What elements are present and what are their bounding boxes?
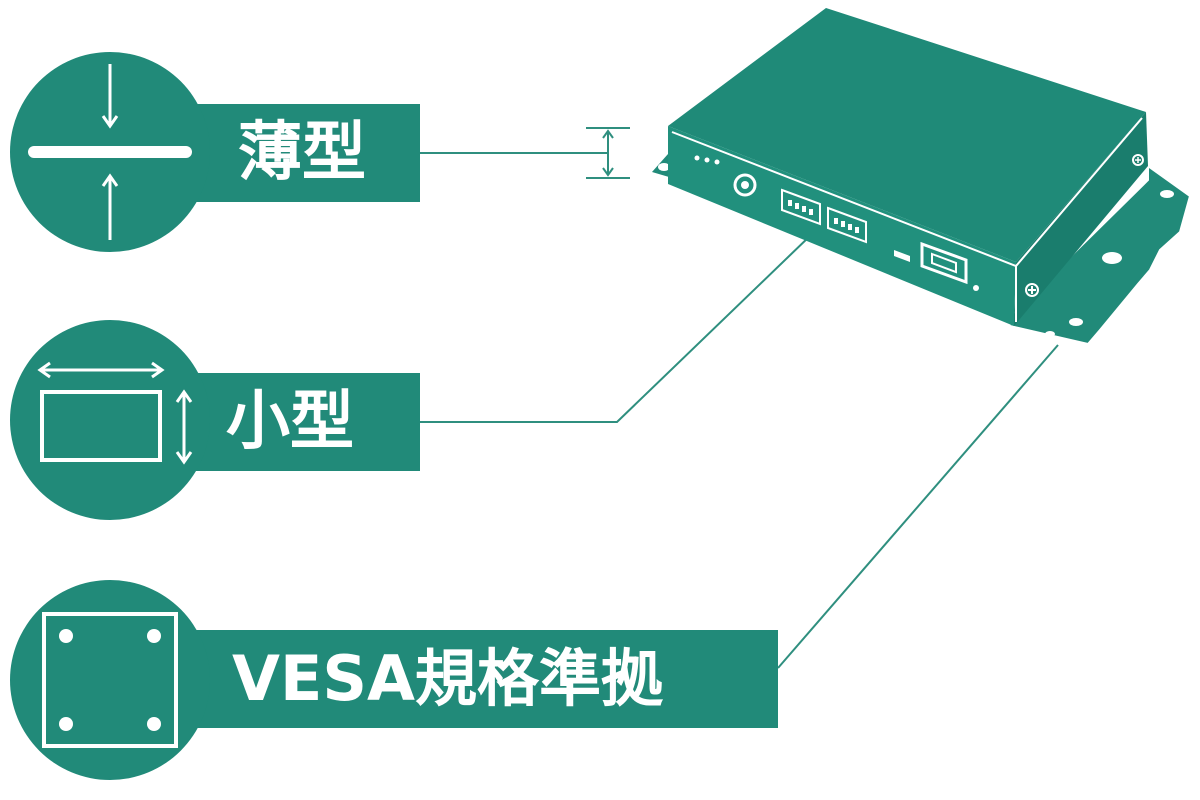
- feature-label-compact-text: 小型: [226, 385, 354, 459]
- leader-lines: [420, 152, 1059, 669]
- leader-line-vesa: [777, 344, 1059, 669]
- thickness-indicator: [586, 127, 630, 179]
- feature-label-vesa: VESA規格準拠: [190, 630, 778, 728]
- feature-label-thin-text: 薄型: [238, 116, 366, 190]
- leader-line-compact: [420, 233, 813, 423]
- feature-label-compact: 小型: [190, 373, 420, 471]
- feature-label-vesa-text: VESA規格準拠: [232, 642, 663, 715]
- feature-label-thin: 薄型: [190, 104, 420, 202]
- vesa-mount-icon: [10, 580, 210, 780]
- media-player-box-icon: [652, 8, 1192, 346]
- thin-profile-icon: [10, 52, 210, 252]
- compact-size-icon: [10, 320, 210, 520]
